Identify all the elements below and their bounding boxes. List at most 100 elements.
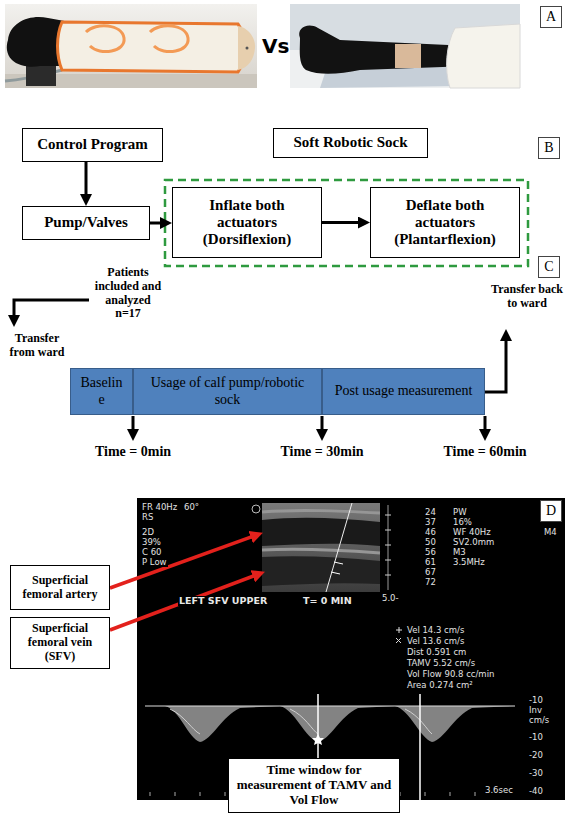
screen-readout: TAMV 5.52 cm/s: [406, 659, 476, 668]
screen-readout: T= 0 MIN: [302, 596, 353, 606]
ultrasound-image: [262, 510, 380, 513]
ultrasound-image: [137, 498, 565, 800]
screen-readout: PW: [452, 508, 468, 517]
node-text: D: [546, 503, 556, 519]
screen-readout: 3.6sec: [484, 786, 514, 795]
screen-readout: 60°: [183, 503, 200, 512]
screen-readout: 56: [424, 548, 437, 557]
process-box: Pump/Valves: [22, 206, 150, 240]
screen-readout: -20: [528, 751, 544, 760]
ultrasound-image: [137, 498, 565, 800]
ultrasound-image: [262, 503, 380, 592]
node-text: Inflate both actuators (Dorsiflexion): [178, 197, 316, 249]
screen-readout: cm/s: [528, 716, 550, 725]
screen-readout: -30: [528, 769, 544, 778]
flow-note: Transfer from ward: [4, 332, 70, 360]
ultrasound-image: [312, 734, 324, 745]
node-text: A: [546, 9, 556, 25]
screen-readout: 67: [424, 568, 437, 577]
screen-readout: P Low: [141, 558, 168, 567]
screen-readout: 46: [424, 528, 437, 537]
flow-note: Transfer back to ward: [488, 283, 566, 311]
group-outline: [165, 180, 528, 266]
callout-box: Time window for measurement of TAMV and …: [228, 758, 400, 813]
process-box: Inflate both actuators (Dorsiflexion): [172, 187, 322, 258]
ultrasound-image: [170, 709, 432, 734]
ultrasound-image: [396, 638, 401, 643]
timeline-arrows: [484, 416, 487, 432]
screen-readout: Dist 0.591 cm: [406, 648, 467, 657]
node-text: Soft Robotic Sock: [293, 134, 407, 151]
panel-letter: D: [540, 500, 562, 522]
timeline-arrows: [485, 338, 506, 392]
ultrasound-image: [396, 627, 402, 633]
time-label: Time = 0min: [78, 444, 188, 460]
callout-box: Superficial femoral vein (SFV): [10, 617, 110, 669]
screen-readout: Area 0.274 cm²: [406, 681, 474, 690]
screen-readout: 3.5MHz: [452, 558, 486, 567]
timeline-arrows: [321, 416, 324, 432]
node-text: Deflate both actuators (Plantarflexion): [376, 197, 514, 249]
ultrasound-image: [388, 505, 389, 590]
screen-readout: M4: [543, 528, 558, 537]
node-text: Baselin e: [79, 375, 125, 407]
screen-readout: -10: [528, 696, 544, 705]
screen-readout: 24: [424, 508, 437, 517]
timeline-arrows: [132, 416, 135, 432]
ultrasound-image: [262, 556, 380, 586]
timeline-arrows: [14, 300, 506, 432]
sock-photo-left: [86, 26, 124, 52]
ultrasound-image: [145, 706, 515, 742]
screen-readout: 5.0-: [381, 594, 400, 603]
ultrasound-image: [252, 505, 260, 513]
sock-photo-left: [238, 26, 255, 70]
flow-arrow: [85, 162, 88, 197]
node-text: C: [544, 259, 553, 275]
screen-readout: Vel 14.3 cm/s: [406, 626, 465, 635]
screen-readout: 37: [424, 518, 437, 527]
ultrasound-image: [262, 549, 380, 553]
timeline-arrows: [14, 300, 89, 318]
sock-photo-left: [5, 4, 257, 88]
process-box: Control Program: [22, 128, 163, 162]
comparison-label: Vs: [262, 34, 289, 58]
process-box: Deflate both actuators (Plantarflexion): [370, 187, 520, 258]
screen-readout: Vol Flow 90.8 cc/min: [406, 670, 495, 679]
screen-readout: WF 40Hz: [452, 528, 492, 537]
screen-readout: 39%: [141, 538, 162, 547]
screen-readout: RS: [141, 513, 154, 522]
ultrasound-image: [331, 562, 343, 574]
flow-arrow: [322, 221, 361, 224]
leader-arrow: [110, 536, 256, 630]
screen-readout: C 60: [141, 548, 162, 557]
panel-letter: C: [538, 256, 560, 278]
node-text: Usage of calf pump/robotic sock: [137, 375, 318, 407]
panel-letter: B: [538, 137, 560, 159]
screen-readout: -40: [528, 787, 544, 796]
sock-photo-left: [246, 47, 249, 50]
group-outline: [165, 180, 528, 266]
sock-photo-right: [290, 4, 520, 88]
screen-readout: 72: [424, 578, 437, 587]
node-text: Superficial femoral vein (SFV): [16, 622, 104, 663]
timeline-phase: Usage of calf pump/robotic sock: [133, 368, 322, 415]
ultrasound-image: [326, 503, 352, 592]
node-text: Pump/Valves: [44, 214, 128, 231]
timeline-phase: Baselin e: [70, 368, 133, 415]
screen-readout: Inv: [528, 706, 543, 715]
sock-photo-right: [447, 24, 520, 88]
node-text: Superficial femoral artery: [16, 574, 104, 602]
sock-photo-right: [299, 26, 470, 74]
sock-photo-right: [395, 44, 421, 68]
sock-photo-left: [150, 26, 188, 52]
time-label: Time = 30min: [267, 444, 377, 460]
screen-readout: SV2.0mm: [452, 538, 495, 547]
leader-arrow: [110, 536, 254, 588]
node-text: Control Program: [37, 136, 148, 153]
sock-photo-right: [290, 4, 520, 88]
ultrasound-image: [262, 518, 380, 546]
screen-readout: 61: [424, 558, 437, 567]
screen-readout: 16%: [452, 518, 473, 527]
